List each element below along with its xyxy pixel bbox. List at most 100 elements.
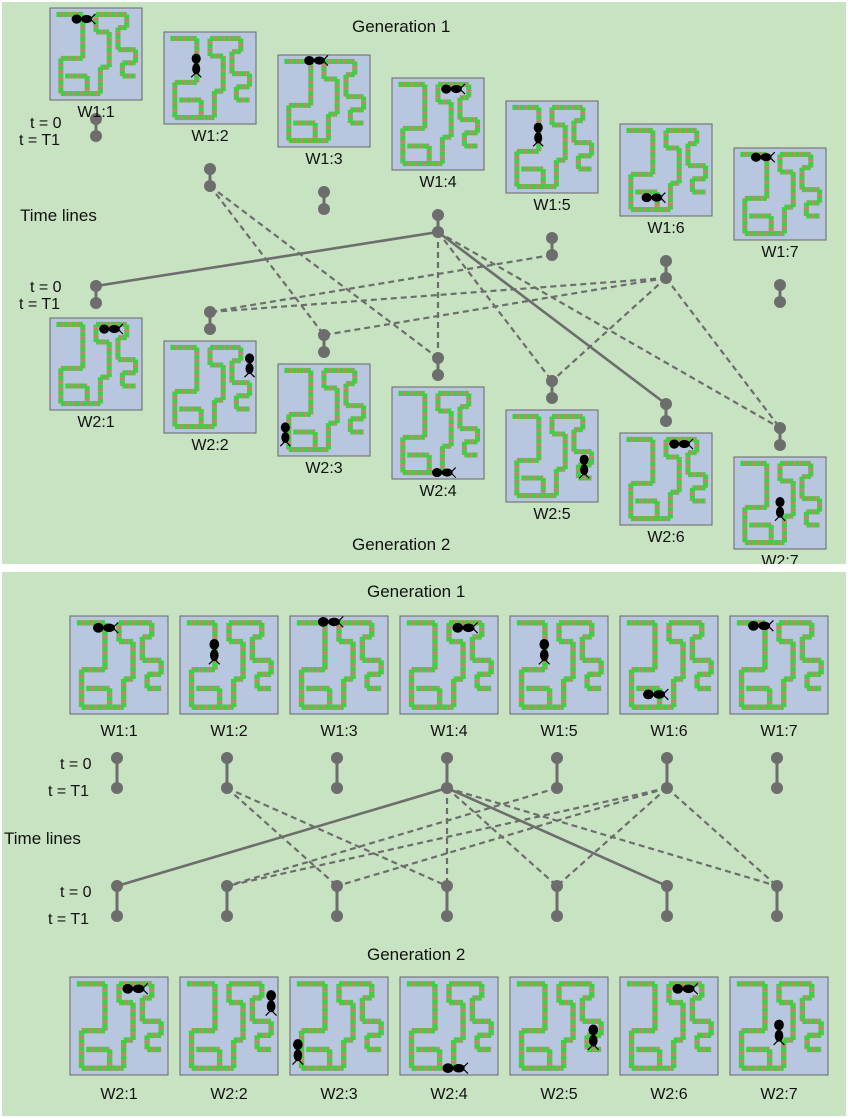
time-lines-label: Time lines xyxy=(4,829,81,848)
timeline xyxy=(221,880,233,922)
ant-icon xyxy=(317,616,344,628)
world-label: W2:3 xyxy=(320,1086,357,1103)
timeline-start-node xyxy=(432,209,444,221)
world-thumbnail xyxy=(69,615,169,715)
dashed-link xyxy=(209,185,325,336)
timeline-end-node xyxy=(90,297,102,309)
bottom-diagram: Generation 1 Generation 2 Time lines t =… xyxy=(4,582,829,1103)
ant-icon xyxy=(71,13,96,25)
timeline-end-node xyxy=(318,203,330,215)
ant-icon xyxy=(587,1024,600,1051)
timeline xyxy=(331,752,343,794)
timeline-start-node xyxy=(221,752,233,764)
timeline-start-node xyxy=(331,752,343,764)
timeline xyxy=(441,752,453,794)
dashed-link xyxy=(437,231,781,429)
gen1-t1-label: t = T1 xyxy=(19,132,60,149)
ant-icon xyxy=(748,619,774,632)
world-label: W1:7 xyxy=(761,244,798,261)
timeline-start-node xyxy=(660,255,672,267)
ant-icon xyxy=(750,151,776,163)
ant-icon xyxy=(122,982,149,995)
timeline-start-node xyxy=(204,163,216,175)
world-label: W2:5 xyxy=(533,506,570,523)
ant-icon xyxy=(773,1019,785,1046)
ant-icon xyxy=(265,990,277,1016)
timeline-end-node xyxy=(90,130,102,142)
timeline-start-node xyxy=(661,752,673,764)
timeline xyxy=(661,880,673,922)
ant-icon xyxy=(208,638,221,665)
world-label: W1:7 xyxy=(760,723,797,740)
ant-icon xyxy=(441,83,466,95)
solid-link xyxy=(437,230,667,406)
world-label: W2:6 xyxy=(650,1086,687,1103)
timeline-end-node xyxy=(774,296,786,308)
ant-icon xyxy=(452,621,479,634)
ant-icon xyxy=(538,638,551,665)
timeline xyxy=(551,752,563,794)
timeline xyxy=(221,752,233,794)
timeline-start-node xyxy=(111,752,123,764)
solid-link xyxy=(95,230,439,288)
solid-link xyxy=(446,786,668,888)
timeline-end-node xyxy=(771,782,783,794)
timeline xyxy=(204,306,216,335)
ant-icon xyxy=(641,192,666,204)
dashed-link xyxy=(209,276,667,314)
world-thumbnail xyxy=(49,7,143,101)
time-lines-label: Time lines xyxy=(20,206,97,225)
world-label: W2:4 xyxy=(430,1086,467,1103)
dashed-link xyxy=(209,185,439,359)
timeline-end-node xyxy=(661,910,673,922)
world-label: W2:2 xyxy=(210,1086,247,1103)
timeline-end-node xyxy=(318,346,330,358)
timeline-start-node xyxy=(546,232,558,244)
timeline-start-node xyxy=(204,306,216,318)
world-label: W1:3 xyxy=(320,723,357,740)
timeline xyxy=(774,279,786,308)
world-label: W1:1 xyxy=(77,104,114,121)
timeline-end-node xyxy=(221,910,233,922)
dashed-link xyxy=(209,253,553,314)
world-label: W2:5 xyxy=(540,1086,577,1103)
generation-2-title: Generation 2 xyxy=(367,945,465,964)
timeline-end-node xyxy=(111,782,123,794)
world-thumbnail xyxy=(399,976,499,1076)
world-label: W1:4 xyxy=(430,723,467,740)
timeline-end-node xyxy=(660,415,672,427)
ant-icon xyxy=(99,323,124,335)
gen2-t1-label: t = T1 xyxy=(19,296,60,313)
ant-icon xyxy=(442,1062,469,1074)
timeline-start-node xyxy=(771,752,783,764)
timeline xyxy=(546,375,558,404)
ant-icon xyxy=(190,53,202,78)
gen2-t1-label: t = T1 xyxy=(48,911,89,928)
timeline xyxy=(331,880,343,922)
timeline xyxy=(551,880,563,922)
timeline-start-node xyxy=(318,186,330,198)
ant-icon xyxy=(774,496,786,522)
dashed-link xyxy=(336,786,668,888)
dashed-link xyxy=(556,787,668,887)
world-thumbnail xyxy=(505,409,599,503)
dashed-link xyxy=(226,786,668,888)
timeline-end-node xyxy=(551,910,563,922)
top-diagram: Generation 1 Generation 2 Time lines t =… xyxy=(19,7,827,564)
timeline xyxy=(111,880,123,922)
world-thumbnail xyxy=(729,976,829,1076)
link-layer xyxy=(116,786,778,888)
world-thumbnail xyxy=(289,976,389,1076)
timeline-end-node xyxy=(774,439,786,451)
world-thumbnail xyxy=(729,615,829,715)
world-label: W1:4 xyxy=(419,174,456,191)
timeline-end-node xyxy=(111,910,123,922)
world-label: W2:6 xyxy=(647,529,684,546)
ant-icon xyxy=(672,982,699,995)
world-label: W1:2 xyxy=(191,128,228,145)
world-thumbnail xyxy=(179,615,279,715)
world-thumbnail xyxy=(619,432,713,526)
timeline-start-node xyxy=(551,752,563,764)
timeline-end-node xyxy=(546,392,558,404)
timeline xyxy=(441,880,453,922)
